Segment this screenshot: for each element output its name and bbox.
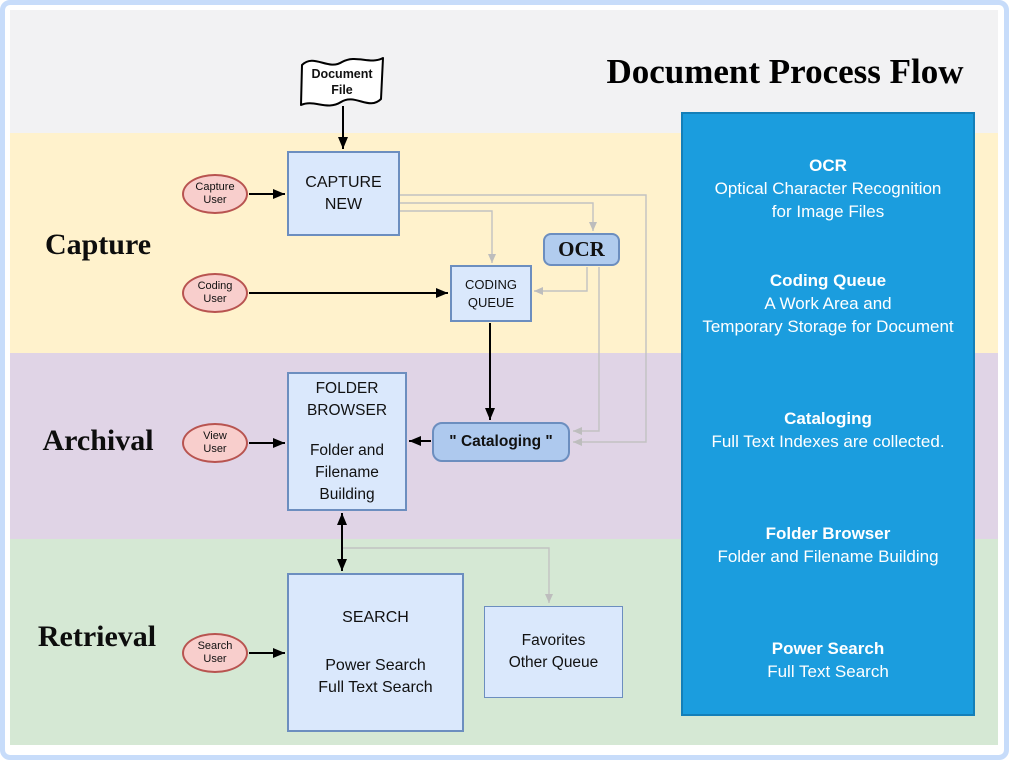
lane-label-archival: Archival [42,424,154,457]
legend-cataloging-heading: Cataloging [784,409,872,428]
legend-ocr-heading: OCR [809,156,847,175]
legend-cataloging: Cataloging Full Text Indexes are collect… [683,407,973,453]
legend-panel: OCR Optical Character Recognition for Im… [681,112,975,716]
search-user-line2: User [203,653,227,665]
legend-power-search-line1: Full Text Search [767,662,889,681]
capture-new-node: CAPTURE NEW [287,151,400,236]
favorites-line2: Other Queue [508,654,599,671]
coding-queue-line2: QUEUE [467,294,515,310]
view-user-line1: View [203,430,227,442]
cataloging-node: " Cataloging " [432,422,570,462]
legend-coding-queue: Coding Queue A Work Area and Temporary S… [683,269,973,338]
document-file-shape [300,57,384,107]
document-file-line2: File [331,83,353,97]
capture-user-line1: Capture [195,181,235,193]
legend-power-search-heading: Power Search [771,639,885,658]
folder-browser-subtitle: Folder and Filename Building [309,441,385,503]
cataloging-label: " Cataloging " [449,433,553,450]
legend-folder-browser-heading: Folder Browser [765,524,891,543]
folder-browser-title: FOLDER BROWSER [306,379,388,419]
capture-user-actor: Capture User [182,174,248,214]
favorites-node: Favorites Other Queue [484,606,623,698]
search-user-line1: Search [197,640,233,652]
folder-browser-node: FOLDER BROWSER Folder and Filename Build… [287,372,407,511]
legend-ocr-line1: Optical Character Recognition [714,179,942,198]
capture-user-line2: User [203,194,227,206]
coding-queue-line1: CODING [465,276,517,292]
view-user-line2: User [203,443,227,455]
legend-ocr: OCR Optical Character Recognition for Im… [683,154,973,223]
legend-coding-queue-line1: A Work Area and [764,294,892,313]
legend-folder-browser: Folder Browser Folder and Filename Build… [683,522,973,568]
legend-coding-queue-heading: Coding Queue [769,271,887,290]
lane-label-capture: Capture [44,228,152,261]
search-line2: Full Text Search [318,678,433,696]
document-file-node: Document File [301,66,383,98]
search-node: SEARCH Power Search Full Text Search [287,573,464,732]
coding-user-actor: Coding User [182,273,248,313]
ocr-node: OCR [543,233,620,266]
legend-ocr-line2: for Image Files [771,202,885,221]
legend-cataloging-line1: Full Text Indexes are collected. [711,432,945,451]
page-title: Document Process Flow [606,52,964,91]
capture-new-line1: CAPTURE [305,173,382,191]
search-line1: Power Search [325,656,426,674]
ocr-label: OCR [558,237,605,261]
legend-coding-queue-line2: Temporary Storage for Document [702,317,954,336]
legend-power-search: Power Search Full Text Search [683,637,973,683]
coding-user-line1: Coding [197,280,233,292]
search-user-actor: Search User [182,633,248,673]
document-file-line1: Document [311,67,373,81]
capture-new-line2: NEW [324,195,363,213]
lane-label-retrieval: Retrieval [37,620,157,653]
legend-folder-browser-line1: Folder and Filename Building [717,547,939,566]
coding-user-line2: User [203,293,227,305]
search-title: SEARCH [342,608,409,626]
favorites-line1: Favorites [521,632,586,649]
view-user-actor: View User [182,423,248,463]
coding-queue-node: CODING QUEUE [450,265,532,322]
